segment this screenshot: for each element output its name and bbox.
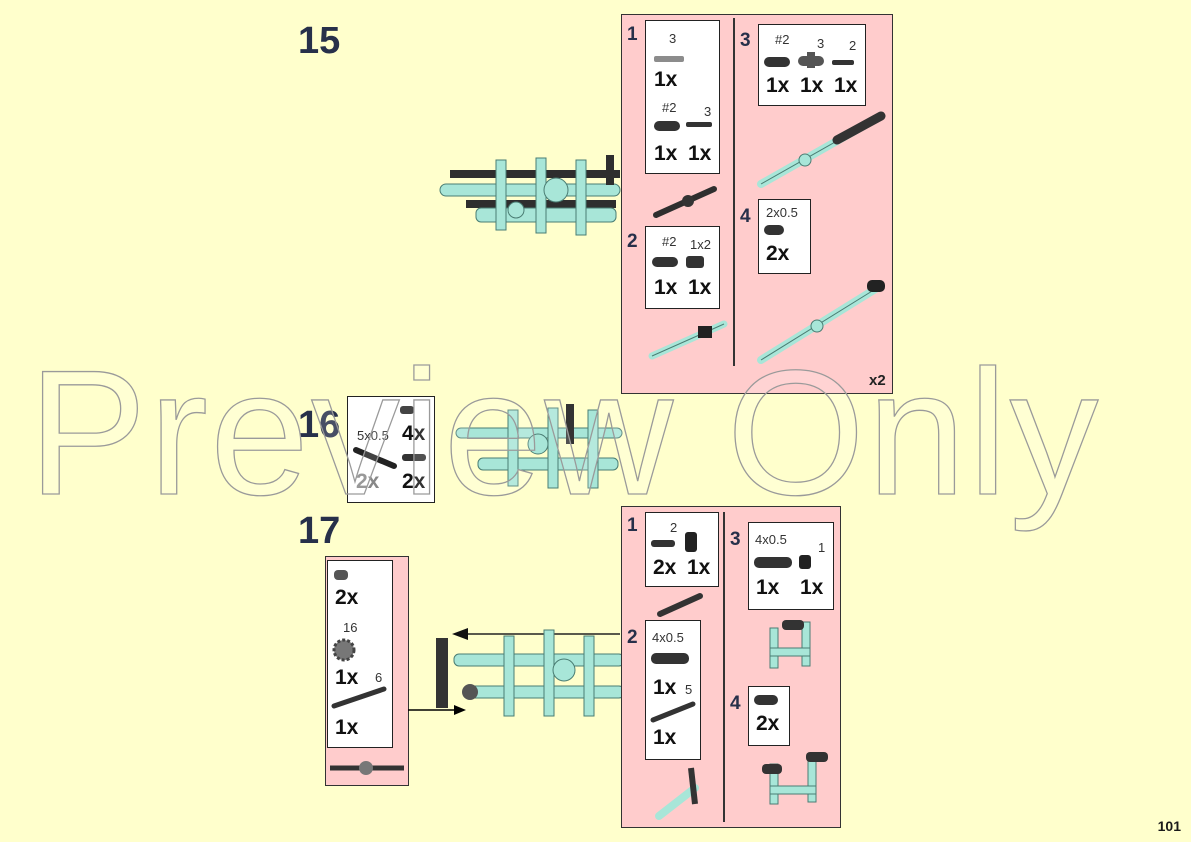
- page-number: 101: [1157, 818, 1181, 834]
- step-17-arrow: [408, 705, 466, 715]
- part-qty: 1x: [654, 68, 678, 91]
- step-15-multiplier: x2: [869, 372, 886, 389]
- pin-icon: [400, 406, 414, 414]
- bush-icon: [334, 570, 348, 580]
- part-qty: 1x: [653, 726, 677, 749]
- part-qty: 1x: [800, 74, 824, 97]
- step-17-sub-3-number: 3: [730, 529, 741, 550]
- axle-pin-icon: [402, 454, 426, 461]
- step-17-sub-1-parts-list: [645, 512, 719, 587]
- part-label: 2: [670, 520, 678, 535]
- axle-icon: [650, 701, 696, 723]
- step-15-model-illustration: [439, 155, 621, 236]
- step-15-sub-2-number: 2: [627, 231, 638, 252]
- step-15-divider: [733, 18, 735, 366]
- step-17-sub-1-number: 1: [627, 515, 638, 536]
- connector-icon: [798, 52, 824, 68]
- step-15-sub-2-parts-list: [645, 226, 720, 309]
- part-label: #2: [662, 100, 677, 115]
- part-qty: 2x: [756, 712, 780, 735]
- step-17-number: 17: [298, 510, 341, 552]
- part-qty: 1x: [654, 142, 678, 165]
- liftarm-icon: [353, 447, 397, 469]
- step-15-number: 15: [298, 20, 341, 62]
- part-qty: 1x: [834, 74, 858, 97]
- part-qty: 1x: [654, 276, 678, 299]
- connector-icon: [686, 256, 704, 268]
- connector-icon: [754, 695, 778, 705]
- gear-icon: [332, 638, 356, 662]
- sub-3-result-illustration: [757, 111, 886, 188]
- step-15-sub-1-number: 1: [627, 24, 638, 45]
- part-qty: 2x: [402, 470, 426, 493]
- part-label: 6: [375, 670, 383, 685]
- step-16-number: 16: [298, 404, 341, 446]
- part-qty: 1x: [687, 556, 711, 579]
- part-qty: 1x: [756, 576, 780, 599]
- part-label: 4x0.5: [652, 630, 684, 645]
- part-label: #2: [775, 32, 790, 47]
- axle-icon: [331, 686, 387, 709]
- sub-2-result-illustration: [648, 320, 728, 360]
- bush-icon: [799, 555, 811, 569]
- part-qty: 2x: [356, 470, 380, 493]
- part-qty: 1x: [800, 576, 824, 599]
- part-qty: 1x: [335, 666, 359, 689]
- sub-2-result-illustration: [655, 767, 699, 820]
- part-label: 5x0.5: [357, 428, 389, 443]
- part-label: 3: [704, 104, 712, 119]
- part-label: 1x2: [690, 237, 711, 252]
- step-17-sub-4-number: 4: [730, 693, 741, 714]
- axle-icon: [686, 122, 712, 127]
- step-17-model-illustration: [436, 628, 625, 717]
- axle-icon: [832, 60, 854, 65]
- part-qty: 1x: [688, 142, 712, 165]
- step-15-sub-3-number: 3: [740, 30, 751, 51]
- part-label: 16: [343, 620, 358, 635]
- part-label: 3: [817, 36, 825, 51]
- part-qty: 1x: [653, 676, 677, 699]
- axle-pin-icon: [651, 540, 675, 547]
- step-17-sub-2-parts-list: [645, 620, 701, 760]
- step-15-sub-4-number: 4: [740, 206, 751, 227]
- connector-icon: [654, 121, 680, 131]
- axle-icon: [654, 56, 684, 62]
- sub-4-result-illustration: [757, 280, 885, 364]
- connector-icon: [764, 57, 790, 67]
- part-label: 1: [818, 540, 826, 555]
- step-16-model-illustration: [455, 404, 623, 489]
- part-label: 5: [685, 682, 693, 697]
- sub-3-result-illustration: [769, 620, 811, 669]
- part-qty: 2x: [653, 556, 677, 579]
- step-15-sub-4-parts-list: [758, 199, 811, 274]
- part-label: 2: [849, 38, 857, 53]
- liftarm-icon: [754, 557, 792, 568]
- part-qty: 1x: [688, 276, 712, 299]
- part-label: 2x0.5: [766, 205, 798, 220]
- part-label: 4x0.5: [755, 532, 787, 547]
- part-qty: 1x: [766, 74, 790, 97]
- connector-icon: [652, 257, 678, 267]
- part-label: #2: [662, 234, 677, 249]
- part-qty: 2x: [335, 586, 359, 609]
- step-17-preassembly-illustration: [330, 761, 404, 775]
- part-qty: 2x: [766, 242, 790, 265]
- step-17-sub-2-number: 2: [627, 627, 638, 648]
- connector-icon: [764, 225, 784, 235]
- step-17-divider: [723, 512, 725, 822]
- sub-1-result-illustration: [653, 186, 717, 218]
- part-label: 3: [669, 31, 677, 46]
- sub-1-result-illustration: [657, 593, 703, 617]
- sub-4-result-illustration: [762, 752, 828, 805]
- step-15-sub-1-parts-list: [645, 20, 720, 174]
- part-qty: 4x: [402, 422, 426, 445]
- part-qty: 1x: [335, 716, 359, 739]
- axle-joiner-icon: [685, 532, 697, 552]
- liftarm-icon: [651, 653, 689, 664]
